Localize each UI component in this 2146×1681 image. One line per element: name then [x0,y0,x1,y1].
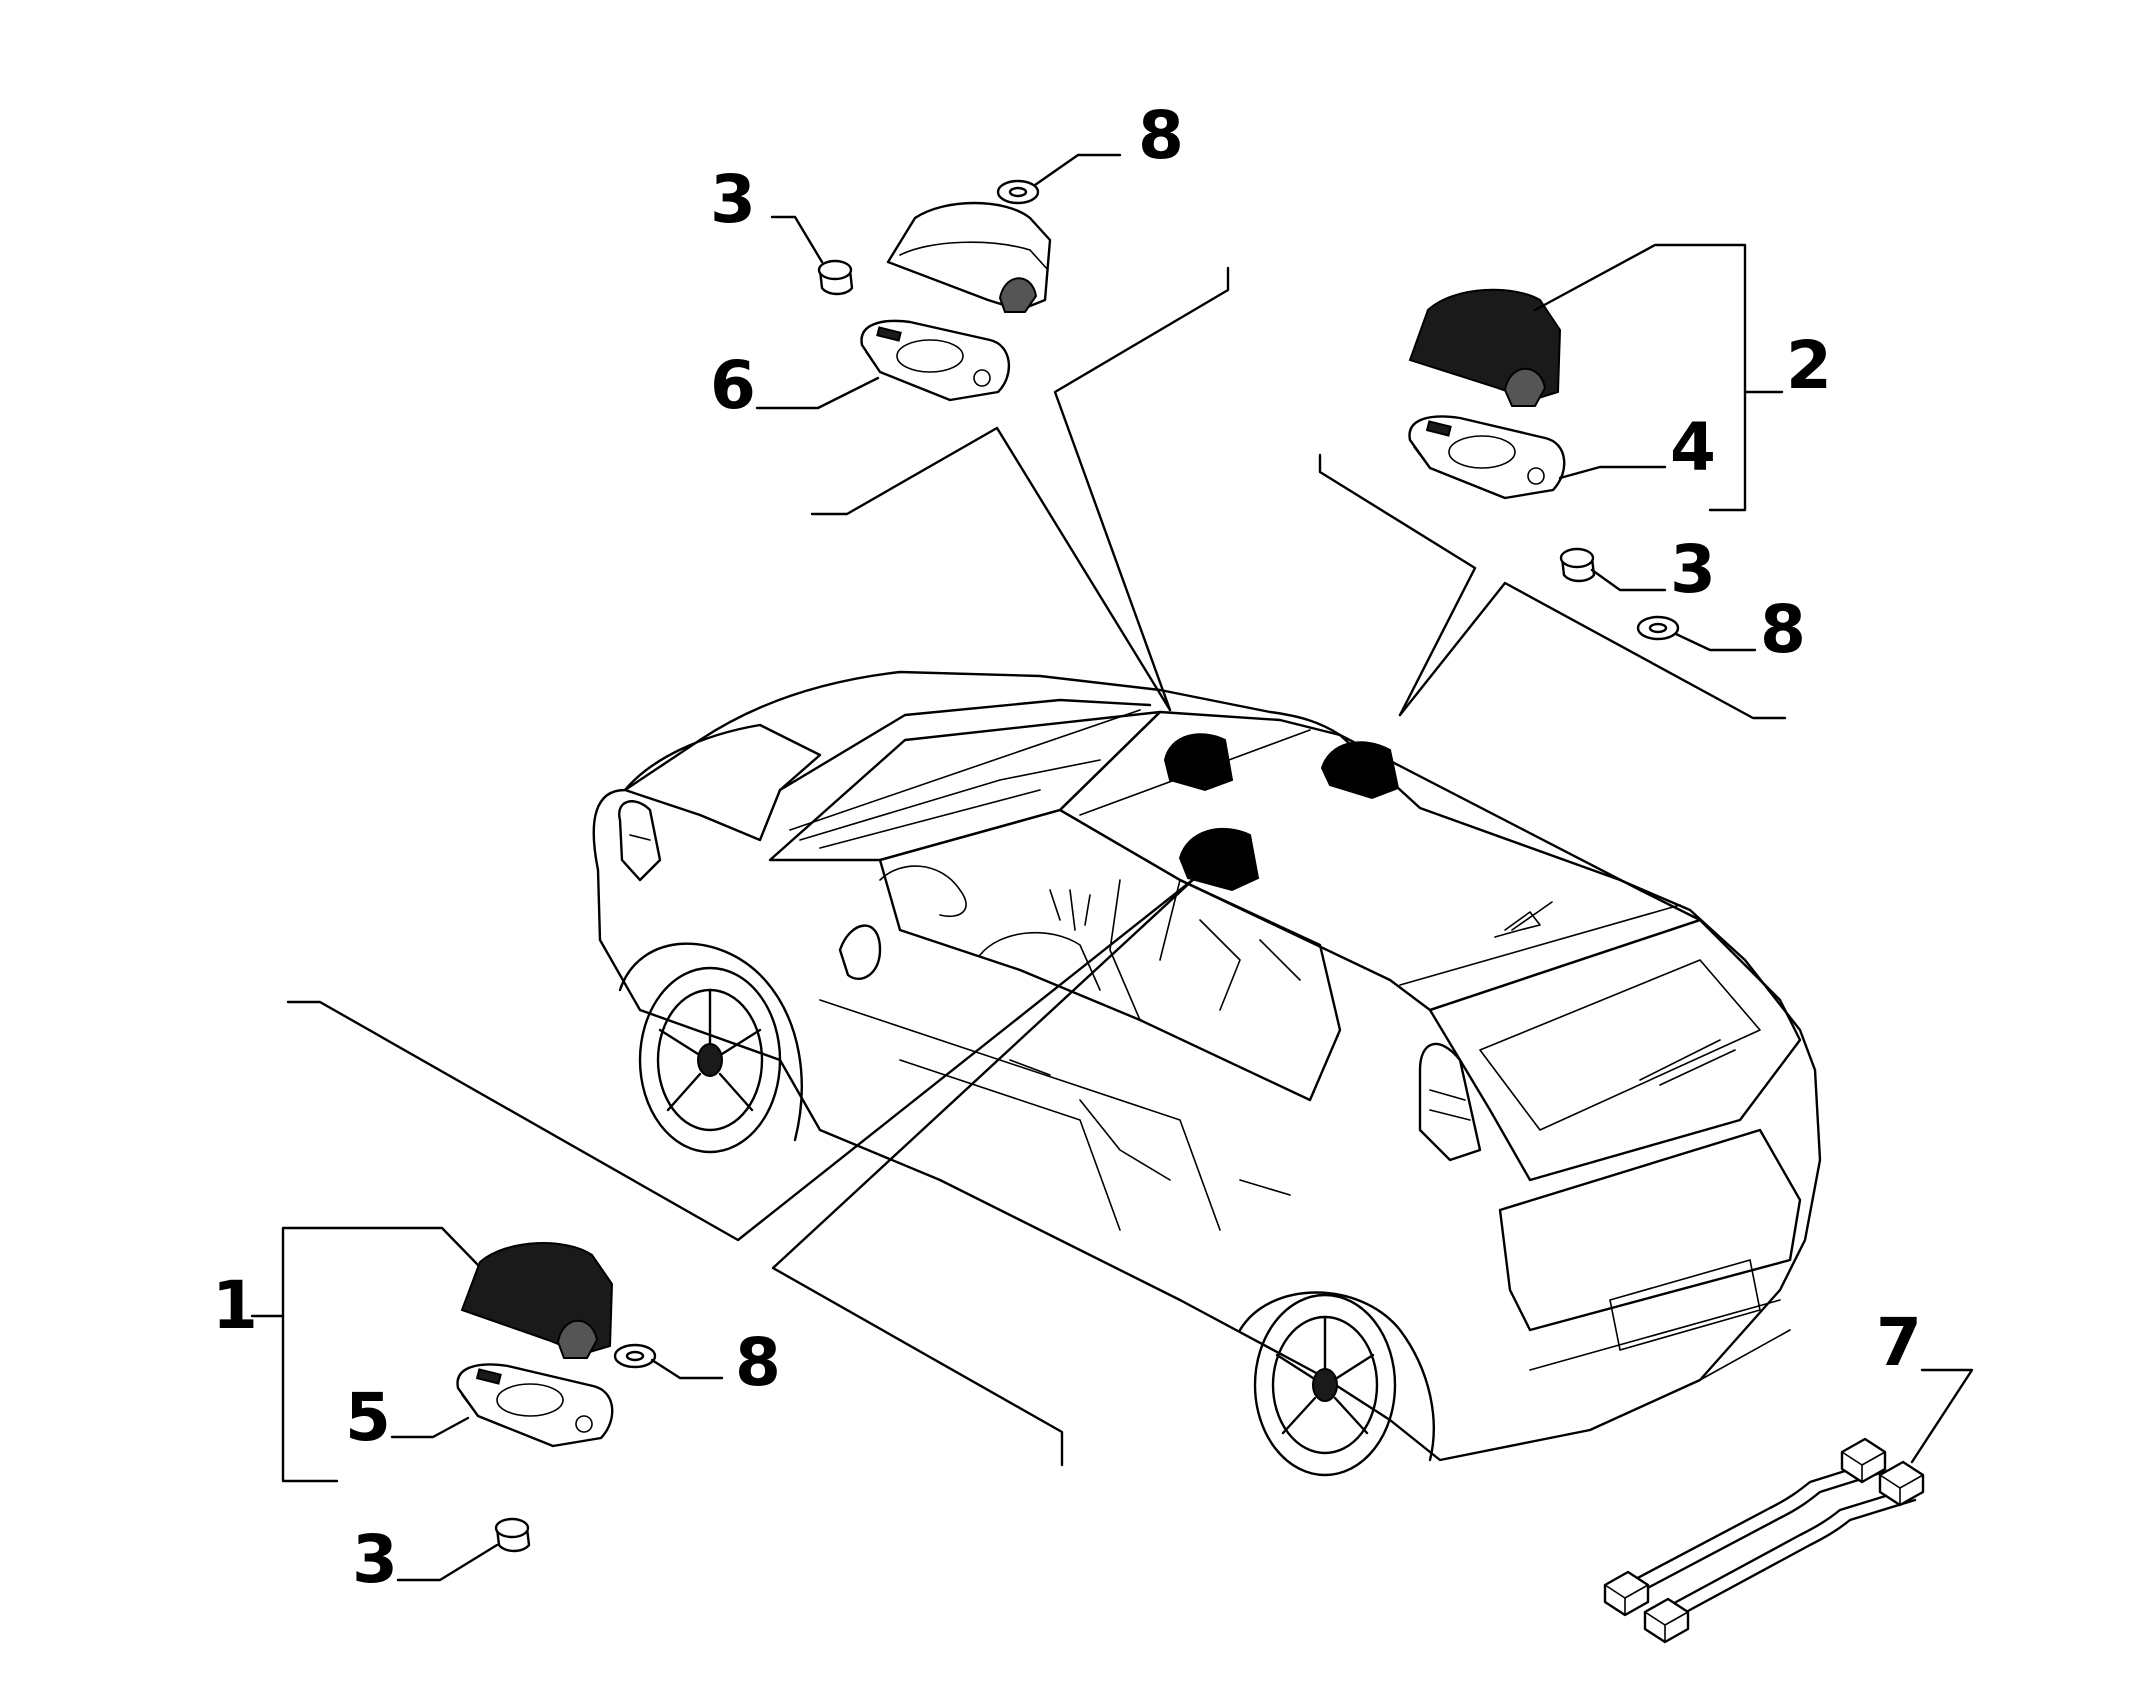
callout-8-top: 8 [1138,97,1184,174]
roof-mount-spot-center [1178,827,1260,892]
callout-3-bottom: 3 [352,1521,398,1598]
washer-icon [1636,615,1680,641]
roof-antenna-icon [1408,288,1562,407]
callout-labels: 1 2 3 3 3 4 5 6 7 8 8 8 [212,97,1922,1598]
antenna-right-group [1408,243,1784,652]
callout-3-right: 3 [1670,531,1716,608]
nut-icon [1559,547,1596,583]
antenna-base-gasket-icon [456,1363,614,1448]
wiring-harness-icon [1603,1368,1974,1644]
callout-1: 1 [212,1267,258,1344]
antenna-top-group [755,153,1122,410]
callout-4: 4 [1670,409,1716,486]
callout-6: 6 [710,347,756,424]
roof-antenna-icon [886,201,1052,313]
front-wheel-icon [618,942,803,1154]
leader-lines [286,266,1787,1467]
callout-2: 2 [1786,327,1832,404]
callout-8-bottom: 8 [735,1324,781,1401]
nut-icon [494,1517,531,1553]
roof-antenna-icon [460,1242,614,1359]
roof-mount-spot-right [1320,741,1400,800]
car-icon [592,670,1822,1477]
washer-icon [996,179,1040,205]
callout-7: 7 [1876,1304,1922,1381]
washer-icon [613,1343,657,1369]
nut-icon [817,259,854,296]
antenna-base-gasket-icon [860,319,1011,402]
rear-wheel-icon [1238,1291,1435,1477]
callout-8-right: 8 [1760,591,1806,668]
antenna-base-gasket-icon [1408,415,1566,500]
callout-3-top: 3 [710,161,756,238]
roof-mount-spot-left [1163,733,1234,792]
callout-5: 5 [345,1379,391,1456]
antenna-left-group [250,1226,724,1582]
